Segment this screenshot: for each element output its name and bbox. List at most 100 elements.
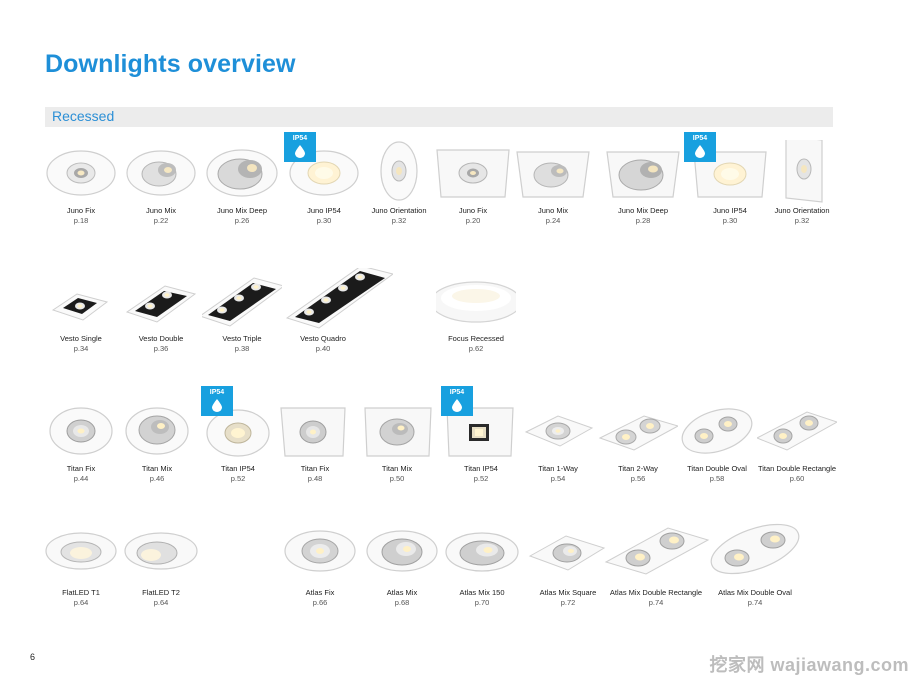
- product-titan-ip54-square[interactable]: Titan IP54 p.52: [441, 398, 521, 498]
- product-name: Atlas Mix Double Rectangle: [609, 588, 703, 597]
- product-atlas-mix-150[interactable]: Atlas Mix 150 p.70: [442, 522, 522, 622]
- product-titan-fix-round[interactable]: Titan Fix p.44: [41, 398, 121, 498]
- product-thumbnail: [757, 411, 837, 451]
- product-name: Atlas Fix: [305, 588, 335, 597]
- product-flatled-t2[interactable]: FlatLED T2 p.64: [121, 522, 201, 622]
- product-titan-ip54-round[interactable]: Titan IP54 p.52: [198, 398, 278, 498]
- page-number: 6: [30, 652, 36, 662]
- product-page: p.48: [307, 474, 323, 483]
- product-vesto-triple[interactable]: Vesto Triple p.38: [202, 268, 282, 368]
- product-thumbnail: [126, 150, 196, 196]
- product-name: Focus Recessed: [448, 334, 504, 343]
- product-thumbnail: [45, 532, 117, 570]
- product-name: Juno IP54: [713, 206, 747, 215]
- product-name: Titan Mix: [141, 464, 173, 473]
- ip54-badge: IP54: [684, 132, 716, 162]
- product-atlas-fix[interactable]: Atlas Fix p.66: [280, 522, 360, 622]
- product-name: Juno Mix: [537, 206, 568, 215]
- product-titan-1-way[interactable]: Titan 1-Way p.54: [518, 398, 598, 498]
- product-name: Titan Mix: [381, 464, 413, 473]
- product-thumbnail: [51, 293, 109, 321]
- product-name: Vesto Quadro: [300, 334, 346, 343]
- product-focus-recessed[interactable]: Focus Recessed p.62: [436, 268, 516, 368]
- product-titan-double-oval[interactable]: Titan Double Oval p.58: [677, 398, 757, 498]
- ip54-badge: IP54: [201, 386, 233, 416]
- product-page: p.52: [473, 474, 489, 483]
- section-bar: Recessed: [45, 107, 833, 127]
- product-atlas-mix[interactable]: Atlas Mix p.68: [362, 522, 442, 622]
- product-name: Juno Mix Deep: [216, 206, 268, 215]
- product-juno-mix-deep-round[interactable]: Juno Mix Deep p.26: [202, 140, 282, 240]
- product-name: Titan IP54: [464, 464, 498, 473]
- product-page: p.52: [230, 474, 246, 483]
- product-page: p.46: [149, 474, 165, 483]
- product-name: Atlas Mix Square: [539, 588, 597, 597]
- product-name: FlatLED T2: [142, 588, 180, 597]
- product-thumbnail: [516, 151, 590, 198]
- product-juno-fix-round[interactable]: Juno Fix p.18: [41, 140, 121, 240]
- product-titan-fix-square[interactable]: Titan Fix p.48: [275, 398, 355, 498]
- product-page: p.32: [794, 216, 810, 225]
- product-thumbnail: [785, 140, 823, 203]
- product-name: Titan Double Oval: [687, 464, 747, 473]
- product-name: Juno Mix: [145, 206, 176, 215]
- product-juno-mix-round[interactable]: Juno Mix p.22: [121, 140, 201, 240]
- product-vesto-single[interactable]: Vesto Single p.34: [41, 268, 121, 368]
- product-juno-mix-deep-square[interactable]: Juno Mix Deep p.28: [603, 140, 683, 240]
- product-page: p.50: [389, 474, 405, 483]
- ip54-badge-label: IP54: [209, 389, 225, 396]
- product-page: p.74: [747, 598, 763, 607]
- product-atlas-mix-double-rectangle[interactable]: Atlas Mix Double Rectangle p.74: [604, 522, 710, 622]
- product-page: p.24: [545, 216, 561, 225]
- page-title: Downlights overview: [45, 50, 296, 78]
- product-thumbnail: [206, 409, 270, 457]
- product-atlas-mix-square[interactable]: Atlas Mix Square p.72: [528, 522, 608, 622]
- watermark: 挖家网 wajiawang.com: [709, 655, 909, 675]
- product-page: p.22: [153, 216, 169, 225]
- product-thumbnail: [598, 415, 678, 451]
- product-thumbnail: [285, 268, 393, 329]
- product-page: p.62: [468, 344, 484, 353]
- product-titan-double-rectangle[interactable]: Titan Double Rectangle p.60: [757, 398, 837, 498]
- product-thumbnail: [289, 150, 359, 196]
- product-thumbnail: [125, 285, 197, 323]
- product-thumbnail: [284, 530, 356, 572]
- product-vesto-double[interactable]: Vesto Double p.36: [121, 268, 201, 368]
- product-page: p.54: [550, 474, 566, 483]
- product-page: p.44: [73, 474, 89, 483]
- product-name: Vesto Single: [60, 334, 102, 343]
- product-name: Juno Fix: [66, 206, 96, 215]
- product-thumbnail: [364, 407, 432, 457]
- product-juno-fix-square[interactable]: Juno Fix p.20: [433, 140, 513, 240]
- product-titan-2-way[interactable]: Titan 2-Way p.56: [598, 398, 678, 498]
- product-thumbnail: [606, 151, 680, 198]
- product-page: p.30: [722, 216, 738, 225]
- product-thumbnail: [280, 407, 346, 457]
- product-juno-orientation-square[interactable]: Juno Orientation p.32: [762, 140, 842, 240]
- product-thumbnail: [49, 407, 113, 455]
- product-name: Juno IP54: [307, 206, 341, 215]
- product-name: Titan IP54: [221, 464, 255, 473]
- product-juno-ip54-square[interactable]: Juno IP54 p.30: [690, 140, 770, 240]
- product-titan-mix-square[interactable]: Titan Mix p.50: [357, 398, 437, 498]
- product-juno-ip54-round[interactable]: Juno IP54 p.30: [284, 140, 364, 240]
- product-vesto-quadro[interactable]: Vesto Quadro p.40: [283, 268, 393, 368]
- product-name: Juno Mix Deep: [617, 206, 669, 215]
- product-thumbnail: [125, 407, 189, 455]
- product-page: p.36: [153, 344, 169, 353]
- product-page: p.20: [465, 216, 481, 225]
- product-thumbnail: [436, 281, 516, 323]
- product-name: Juno Orientation: [774, 206, 830, 215]
- product-flatled-t1[interactable]: FlatLED T1 p.64: [41, 522, 121, 622]
- product-name: Titan 2-Way: [618, 464, 658, 473]
- product-juno-mix-square[interactable]: Juno Mix p.24: [513, 140, 593, 240]
- product-thumbnail: [366, 530, 438, 572]
- product-titan-mix-round[interactable]: Titan Mix p.46: [117, 398, 197, 498]
- product-page: p.68: [394, 598, 410, 607]
- product-name: Titan Fix: [66, 464, 96, 473]
- product-juno-orientation-round[interactable]: Juno Orientation p.32: [359, 140, 439, 240]
- product-atlas-mix-double-oval[interactable]: Atlas Mix Double Oval p.74: [710, 522, 800, 622]
- product-name: Titan Double Rectangle: [757, 464, 837, 473]
- product-thumbnail: [446, 407, 514, 457]
- product-name: FlatLED T1: [62, 588, 100, 597]
